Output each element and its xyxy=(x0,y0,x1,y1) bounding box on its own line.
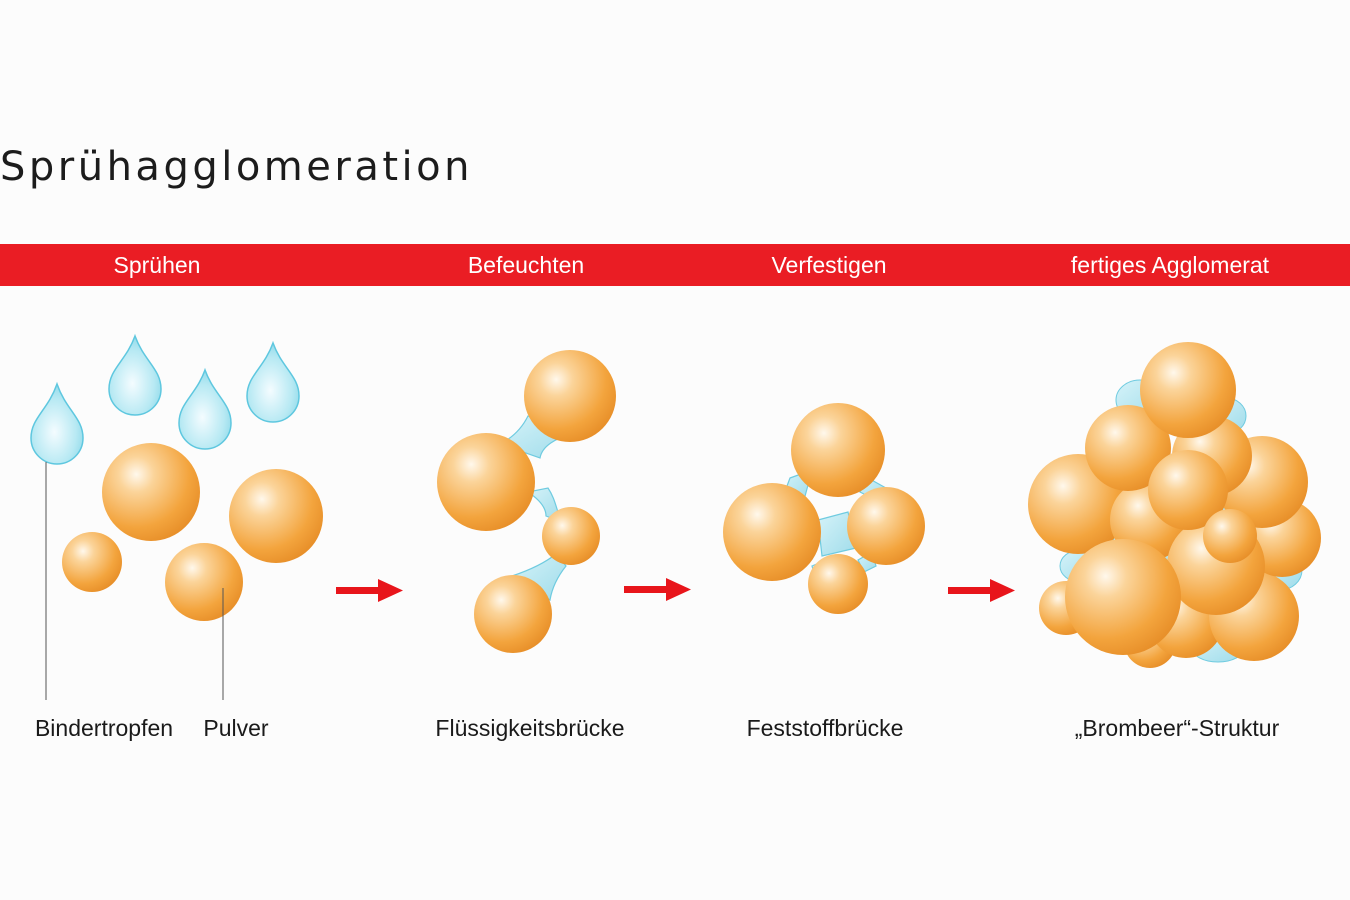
spraying-stage xyxy=(30,333,323,700)
particle xyxy=(542,507,600,565)
particle xyxy=(1140,342,1236,438)
particle xyxy=(791,403,885,497)
binder-droplet xyxy=(108,333,162,416)
particle xyxy=(437,433,535,531)
caption-binder-drops: Bindertropfen xyxy=(34,715,174,741)
agglomerate-particles xyxy=(1028,342,1321,668)
arrow-right-icon xyxy=(336,579,403,602)
particle xyxy=(1148,450,1228,530)
caption-liquid-bridge: Flüssigkeitsbrücke xyxy=(435,715,625,741)
particle xyxy=(1203,509,1257,563)
stage-label-spraying: Sprühen xyxy=(113,252,201,278)
stage-label-solidifying: Verfestigen xyxy=(771,252,887,278)
binder-droplets xyxy=(30,333,300,465)
powder-particle xyxy=(102,443,200,541)
stage-band: Sprühen Befeuchten Verfestigen fertiges … xyxy=(0,244,1350,286)
caption-blackberry-structure: „Brombeer“-Struktur xyxy=(1074,715,1280,741)
particle xyxy=(474,575,552,653)
particle xyxy=(808,554,868,614)
binder-droplet xyxy=(30,381,84,465)
process-arrows xyxy=(336,578,1015,602)
particle xyxy=(1085,405,1171,491)
powder-particle xyxy=(229,469,323,563)
binder-droplet xyxy=(246,340,300,423)
powder-particle xyxy=(165,543,243,621)
caption-solid-bridge: Feststoffbrücke xyxy=(746,715,904,741)
binder-droplet xyxy=(178,367,232,450)
powder-particles xyxy=(62,443,323,621)
wetting-stage xyxy=(437,350,616,653)
particle xyxy=(1065,539,1181,655)
particle xyxy=(723,483,821,581)
liquid-bridge xyxy=(510,553,567,601)
particle xyxy=(847,487,925,565)
solidified-particles xyxy=(723,403,925,614)
solidifying-stage xyxy=(723,403,925,614)
arrow-right-icon xyxy=(948,579,1015,602)
powder-particle xyxy=(62,532,122,592)
agglomerate-stage xyxy=(1028,342,1321,668)
stage-label-wetting: Befeuchten xyxy=(467,252,585,278)
diagram-title: Sprühagglomeration xyxy=(0,144,473,190)
stage-label-finished-agglomerate: fertiges Agglomerat xyxy=(1070,252,1270,278)
caption-powder: Pulver xyxy=(203,715,269,741)
particle xyxy=(524,350,616,442)
wetted-particles xyxy=(437,350,616,653)
arrow-right-icon xyxy=(624,578,691,601)
